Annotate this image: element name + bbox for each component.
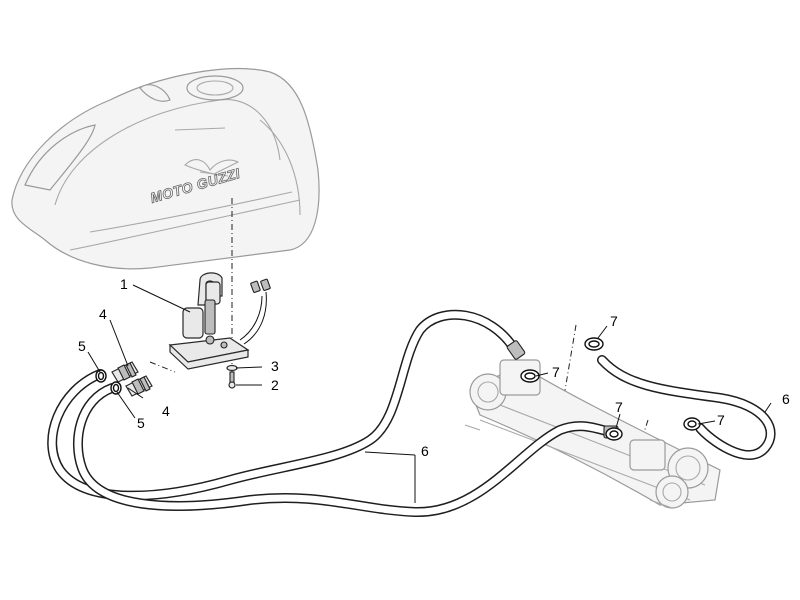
callout-7-clamp-c: 7 bbox=[615, 399, 623, 415]
hose-clamp-7-c bbox=[605, 427, 623, 441]
hose-clamp-5-upper bbox=[95, 369, 107, 383]
quick-coupler-upper bbox=[111, 361, 139, 383]
hose-clamp-7-d bbox=[683, 417, 701, 431]
callout-7-clamp-a: 7 bbox=[552, 364, 560, 380]
moto-guzzi-eagle-logo bbox=[184, 159, 240, 177]
callout-3-washer: 3 bbox=[271, 358, 279, 374]
quick-coupler-lower bbox=[125, 375, 153, 397]
callout-7-clamp-b: 7 bbox=[610, 313, 618, 329]
hose-clamp-7-b bbox=[584, 337, 604, 351]
callout-5-clamp-lower: 5 bbox=[137, 415, 145, 431]
callout-4-coupler-upper: 4 bbox=[99, 306, 107, 322]
hose-clamp-5-lower bbox=[110, 381, 122, 395]
fuel-hose-return bbox=[72, 383, 615, 518]
callout-leaders bbox=[87, 284, 772, 503]
hose-clamp-7-a bbox=[520, 369, 540, 383]
fuel-tank-ghost: MOTO GUZZI bbox=[11, 68, 320, 270]
callout-labels: 1 4 5 3 2 4 5 6 6 7 7 7 7 bbox=[78, 276, 790, 459]
callout-2-screw: 2 bbox=[271, 377, 279, 393]
callout-5-clamp-upper: 5 bbox=[78, 338, 86, 354]
callout-7-clamp-d: 7 bbox=[717, 412, 725, 428]
callout-4-coupler-lower: 4 bbox=[162, 403, 170, 419]
fastener-screw-and-washer bbox=[226, 364, 238, 389]
fuel-hose-crossover bbox=[597, 355, 776, 460]
fuel-pump-assembly bbox=[168, 272, 271, 370]
callout-1-fuel-pump: 1 bbox=[120, 276, 128, 292]
throttle-body-assembly-ghost bbox=[464, 359, 721, 509]
callout-6-hose-crossover: 6 bbox=[782, 391, 790, 407]
fuel-hose-lower bbox=[47, 309, 520, 501]
callout-6-hose-lower: 6 bbox=[421, 443, 429, 459]
